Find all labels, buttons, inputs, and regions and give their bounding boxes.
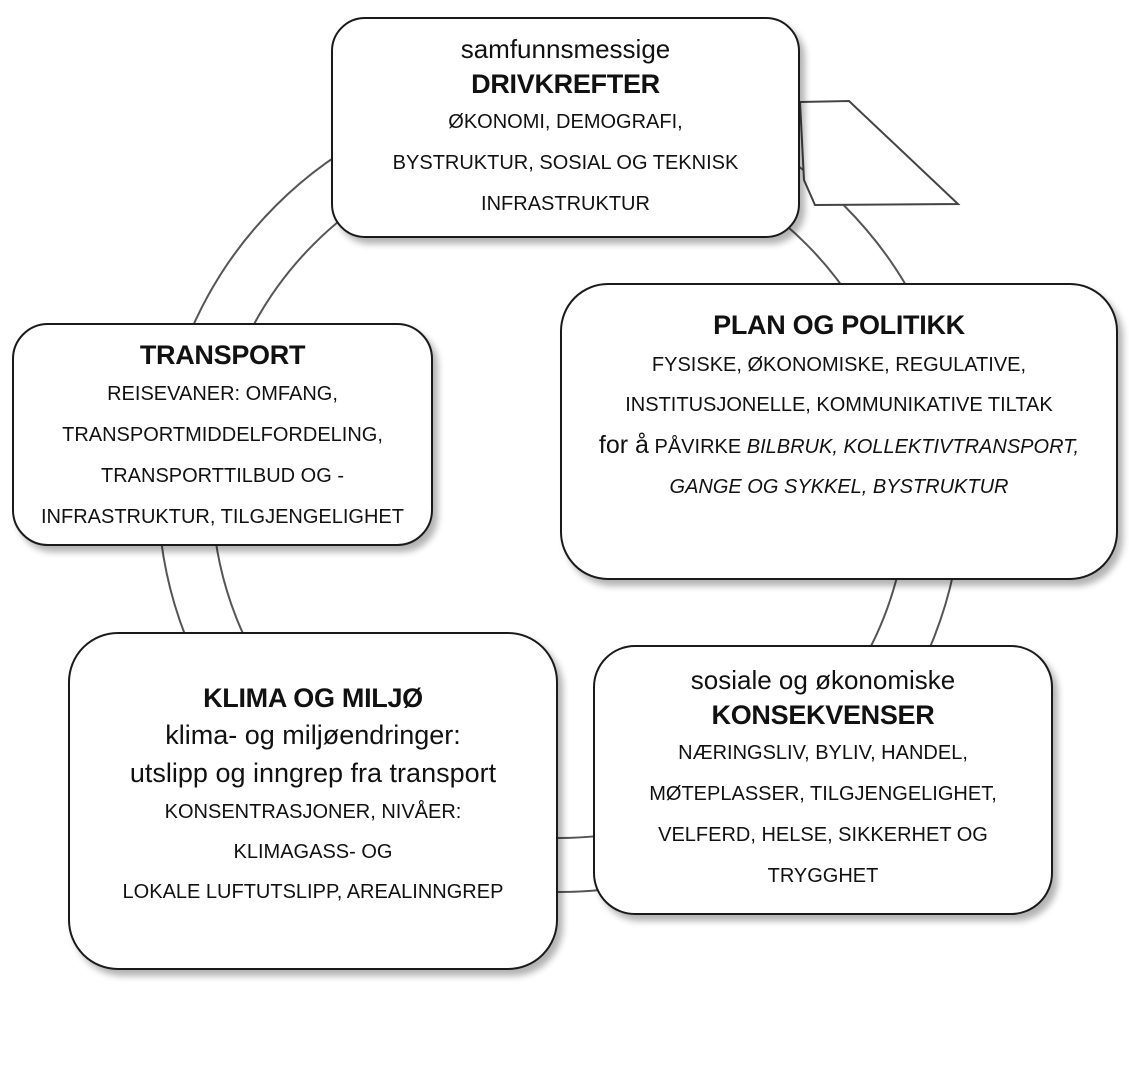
klima-line: LOKALE LUFTUTSLIPP, AREALINNGREP [122, 881, 504, 903]
konsekvenser-line: MØTEPLASSER, TILGJENGELIGHET, [649, 783, 997, 805]
transport-box: TRANSPORT REISEVANER: OMFANG, TRANSPORTM… [12, 323, 433, 546]
konsekvenser-title: KONSEKVENSER [711, 700, 935, 730]
transport-title: TRANSPORT [139, 340, 306, 370]
drivkrefter-line: INFRASTRUKTUR [481, 193, 650, 215]
klima-line: KONSENTRASJONER, NIVÅER: [164, 801, 462, 823]
plan-line: INSTITUSJONELLE, KOMMUNIKATIVE TILTAK [625, 394, 1053, 416]
transport-line: TRANSPORTMIDDELFORDELING, [62, 424, 383, 446]
plan-line3-word: PÅVIRKE [648, 436, 747, 458]
plan-line: FYSISKE, ØKONOMISKE, REGULATIVE, [651, 354, 1027, 376]
klima-sub: klima- og miljøendringer: [165, 720, 461, 750]
transport-line: TRANSPORTTILBUD OG - [101, 465, 344, 487]
drivkrefter-box: samfunnsmessige DRIVKREFTER ØKONOMI, DEM… [331, 17, 800, 238]
plan-og-politikk-box: PLAN OG POLITIKK FYSISKE, ØKONOMISKE, RE… [560, 283, 1118, 580]
konsekvenser-intro: sosiale og økonomiske [690, 665, 956, 695]
konsekvenser-line: NÆRINGSLIV, BYLIV, HANDEL, [678, 742, 968, 764]
plan-line-3: for å PÅVIRKE BILBRUK, KOLLEKTIVTRANSPOR… [562, 425, 1116, 467]
plan-title: PLAN OG POLITIKK [713, 310, 965, 340]
klima-sub: utslipp og inngrep fra transport [129, 758, 497, 788]
drivkrefter-line: BYSTRUKTUR, SOSIAL OG TEKNISK [392, 152, 739, 174]
konsekvenser-line: VELFERD, HELSE, SIKKERHET OG [658, 824, 988, 846]
drivkrefter-title: DRIVKREFTER [471, 69, 660, 99]
arrow-head [798, 99, 961, 207]
plan-line3-italic: BILBRUK, KOLLEKTIVTRANSPORT, [746, 436, 1080, 458]
konsekvenser-box: sosiale og økonomiske KONSEKVENSER NÆRIN… [593, 645, 1053, 915]
klima-line: KLIMAGASS- OG [233, 841, 393, 863]
transport-line: REISEVANER: OMFANG, [107, 383, 338, 405]
klima-title: KLIMA OG MILJØ [203, 683, 423, 713]
konsekvenser-line: TRYGGHET [767, 865, 879, 887]
transport-line: INFRASTRUKTUR, TILGJENGELIGHET [40, 506, 404, 528]
plan-line: GANGE OG SYKKEL, BYSTRUKTUR [669, 476, 1009, 498]
klima-og-miljo-box: KLIMA OG MILJØ klima- og miljøendringer:… [68, 632, 558, 970]
drivkrefter-line: ØKONOMI, DEMOGRAFI, [448, 111, 683, 133]
drivkrefter-intro: samfunnsmessige [460, 34, 671, 64]
plan-line3-lead: for å [598, 431, 649, 459]
